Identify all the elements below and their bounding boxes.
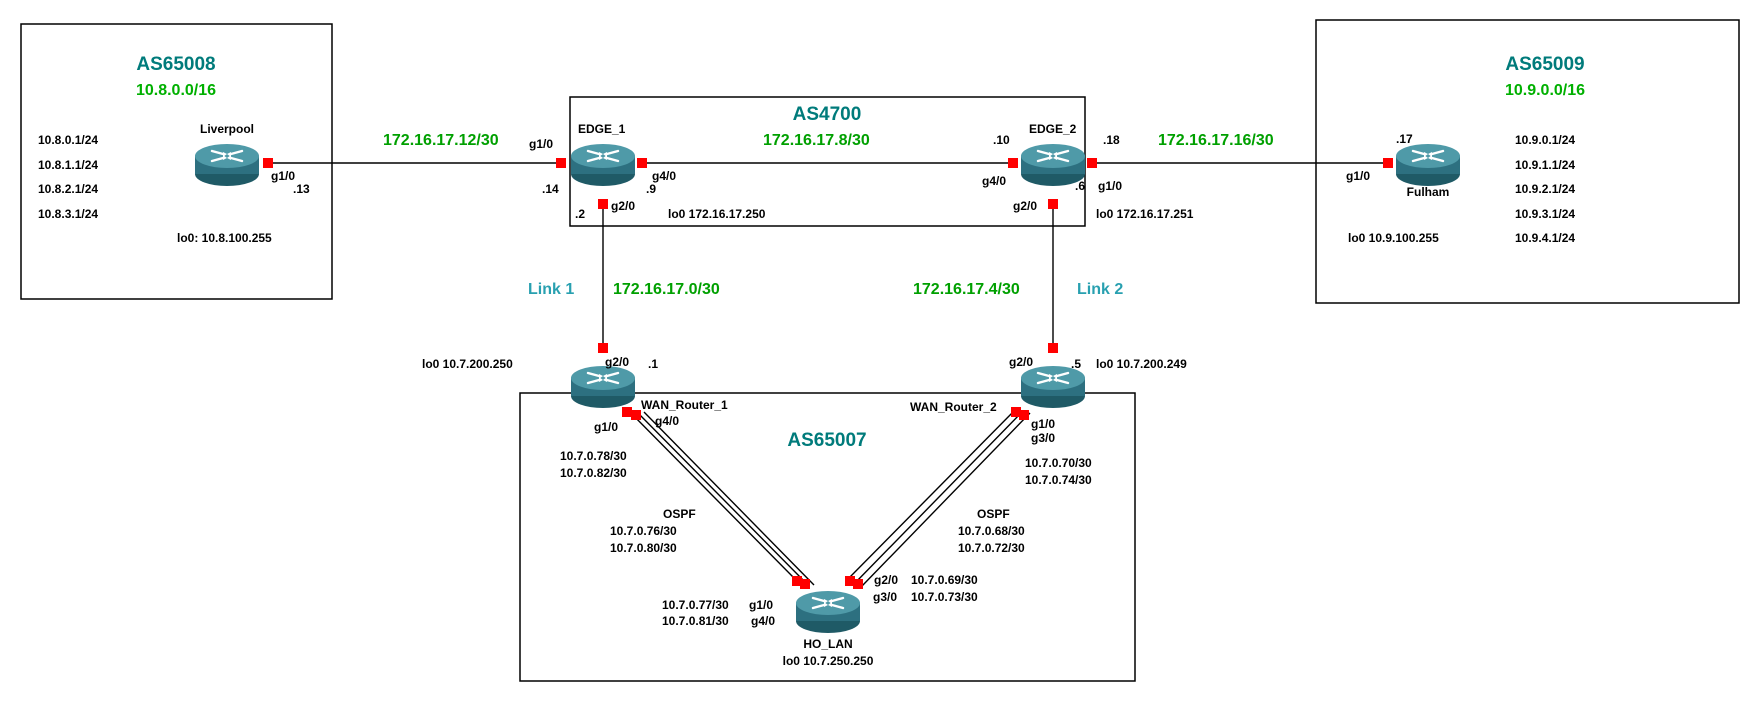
ospf-right-ho-1: 10.7.0.73/30 xyxy=(911,590,978,604)
edge1-if-g20: g2/0 xyxy=(611,199,635,213)
wan2-loopback: lo0 10.7.200.249 xyxy=(1096,357,1187,371)
ho-lan-router-icon[interactable] xyxy=(794,589,862,635)
edge2-if-10: .10 xyxy=(993,133,1010,147)
as65008-title: AS65008 xyxy=(136,54,215,75)
ospf-left-net-0: 10.7.0.76/30 xyxy=(610,524,677,538)
link-liv-edge1-net: 172.16.17.12/30 xyxy=(383,132,499,149)
ospf-right-if-1: 10.7.0.74/30 xyxy=(1025,473,1092,487)
fulham-net-4: 10.9.4.1/24 xyxy=(1515,231,1575,245)
as65008-subnet: 10.8.0.0/16 xyxy=(136,82,216,99)
liverpool-net-1: 10.8.1.1/24 xyxy=(38,158,98,172)
holan-if-g30: g3/0 xyxy=(873,590,897,604)
liverpool-net-0: 10.8.0.1/24 xyxy=(38,133,98,147)
link-edge1-edge2-net: 172.16.17.8/30 xyxy=(763,132,870,149)
holan-loopback: lo0 10.7.250.250 xyxy=(783,654,874,668)
ospf-right-net-0: 10.7.0.68/30 xyxy=(958,524,1025,538)
ospf-left-ho-0: 10.7.0.77/30 xyxy=(662,598,729,612)
edge2-if-g40: g4/0 xyxy=(982,174,1006,188)
fulham-net-1: 10.9.1.1/24 xyxy=(1515,158,1575,172)
as65009-title: AS65009 xyxy=(1505,54,1584,75)
holan-label: HO_LAN xyxy=(803,637,852,651)
as65007-box xyxy=(519,392,1136,682)
ospf-left-label: OSPF xyxy=(663,507,696,521)
link1-net: 172.16.17.0/30 xyxy=(613,281,720,298)
ports xyxy=(263,158,1393,589)
edge1-if-g40: g4/0 xyxy=(652,169,676,183)
holan-if-g10: g1/0 xyxy=(749,598,773,612)
ospf-right-wires xyxy=(847,408,1031,587)
edge2-label: EDGE_2 xyxy=(1029,122,1077,136)
liverpool-if-13: .13 xyxy=(293,182,310,196)
ospf-right-net-1: 10.7.0.72/30 xyxy=(958,541,1025,555)
edge2-if-g20: g2/0 xyxy=(1013,199,1037,213)
edge1-loopback: lo0 172.16.17.250 xyxy=(668,207,766,221)
ospf-left-wires xyxy=(626,408,815,586)
edge1-if-9: .9 xyxy=(646,182,656,196)
holan-if-g20: g2/0 xyxy=(874,573,898,587)
fulham-net-2: 10.9.2.1/24 xyxy=(1515,182,1575,196)
link-edge2-fulham-net: 172.16.17.16/30 xyxy=(1158,132,1274,149)
ospf-right-label: OSPF xyxy=(977,507,1010,521)
wan2-if-g10: g1/0 xyxy=(1031,417,1055,431)
ospf-right-if-0: 10.7.0.70/30 xyxy=(1025,456,1092,470)
as65008-box xyxy=(20,23,333,300)
as65009-subnet: 10.9.0.0/16 xyxy=(1505,82,1585,99)
wan2-if-5: .5 xyxy=(1071,357,1081,371)
fulham-if-17: .17 xyxy=(1396,132,1413,146)
liverpool-router-icon[interactable] xyxy=(193,142,261,188)
wan-router-1-icon[interactable] xyxy=(569,364,637,410)
as65009-box xyxy=(1315,19,1740,304)
edge2-if-g10: g1/0 xyxy=(1098,179,1122,193)
fulham-label: Fulham xyxy=(1407,185,1450,199)
edge1-if-2: .2 xyxy=(575,207,585,221)
as65007-title: AS65007 xyxy=(787,430,866,451)
wan1-if-1: .1 xyxy=(648,357,658,371)
liverpool-net-2: 10.8.2.1/24 xyxy=(38,182,98,196)
edge2-if-18: .18 xyxy=(1103,133,1120,147)
wan1-label: WAN_Router_1 xyxy=(641,398,728,412)
wan1-if-g10: g1/0 xyxy=(594,420,618,434)
edge1-if-14: .14 xyxy=(542,182,559,196)
wan2-if-g30: g3/0 xyxy=(1031,431,1055,445)
wan2-if-g20: g2/0 xyxy=(1009,355,1033,369)
edge2-if-6: .6 xyxy=(1075,179,1085,193)
link2-net: 172.16.17.4/30 xyxy=(913,281,1020,298)
link1-label: Link 1 xyxy=(528,281,574,298)
fulham-net-0: 10.9.0.1/24 xyxy=(1515,133,1575,147)
liverpool-loopback: lo0: 10.8.100.255 xyxy=(177,231,272,245)
fulham-loopback: lo0 10.9.100.255 xyxy=(1348,231,1439,245)
liverpool-net-3: 10.8.3.1/24 xyxy=(38,207,98,221)
edge1-label: EDGE_1 xyxy=(578,122,626,136)
wan1-loopback: lo0 10.7.200.250 xyxy=(422,357,513,371)
liverpool-label: Liverpool xyxy=(200,122,254,136)
wan2-label: WAN_Router_2 xyxy=(910,400,997,414)
ospf-left-if-0: 10.7.0.78/30 xyxy=(560,449,627,463)
link2-label: Link 2 xyxy=(1077,281,1123,298)
edge1-router-icon[interactable] xyxy=(569,142,637,188)
edge2-loopback: lo0 172.16.17.251 xyxy=(1096,207,1194,221)
as4700-title: AS4700 xyxy=(793,104,862,125)
holan-if-g40: g4/0 xyxy=(751,614,775,628)
wan1-if-g40: g4/0 xyxy=(655,414,679,428)
ospf-left-if-1: 10.7.0.82/30 xyxy=(560,466,627,480)
fulham-net-3: 10.9.3.1/24 xyxy=(1515,207,1575,221)
ospf-left-net-1: 10.7.0.80/30 xyxy=(610,541,677,555)
edge1-if-g10: g1/0 xyxy=(529,137,553,151)
ospf-left-ho-1: 10.7.0.81/30 xyxy=(662,614,729,628)
wan1-if-g20: g2/0 xyxy=(605,355,629,369)
liverpool-if-g10: g1/0 xyxy=(271,169,295,183)
wan-router-2-icon[interactable] xyxy=(1019,364,1087,410)
fulham-if-g10: g1/0 xyxy=(1346,169,1370,183)
ospf-right-ho-0: 10.7.0.69/30 xyxy=(911,573,978,587)
fulham-router-icon[interactable] xyxy=(1394,142,1462,188)
